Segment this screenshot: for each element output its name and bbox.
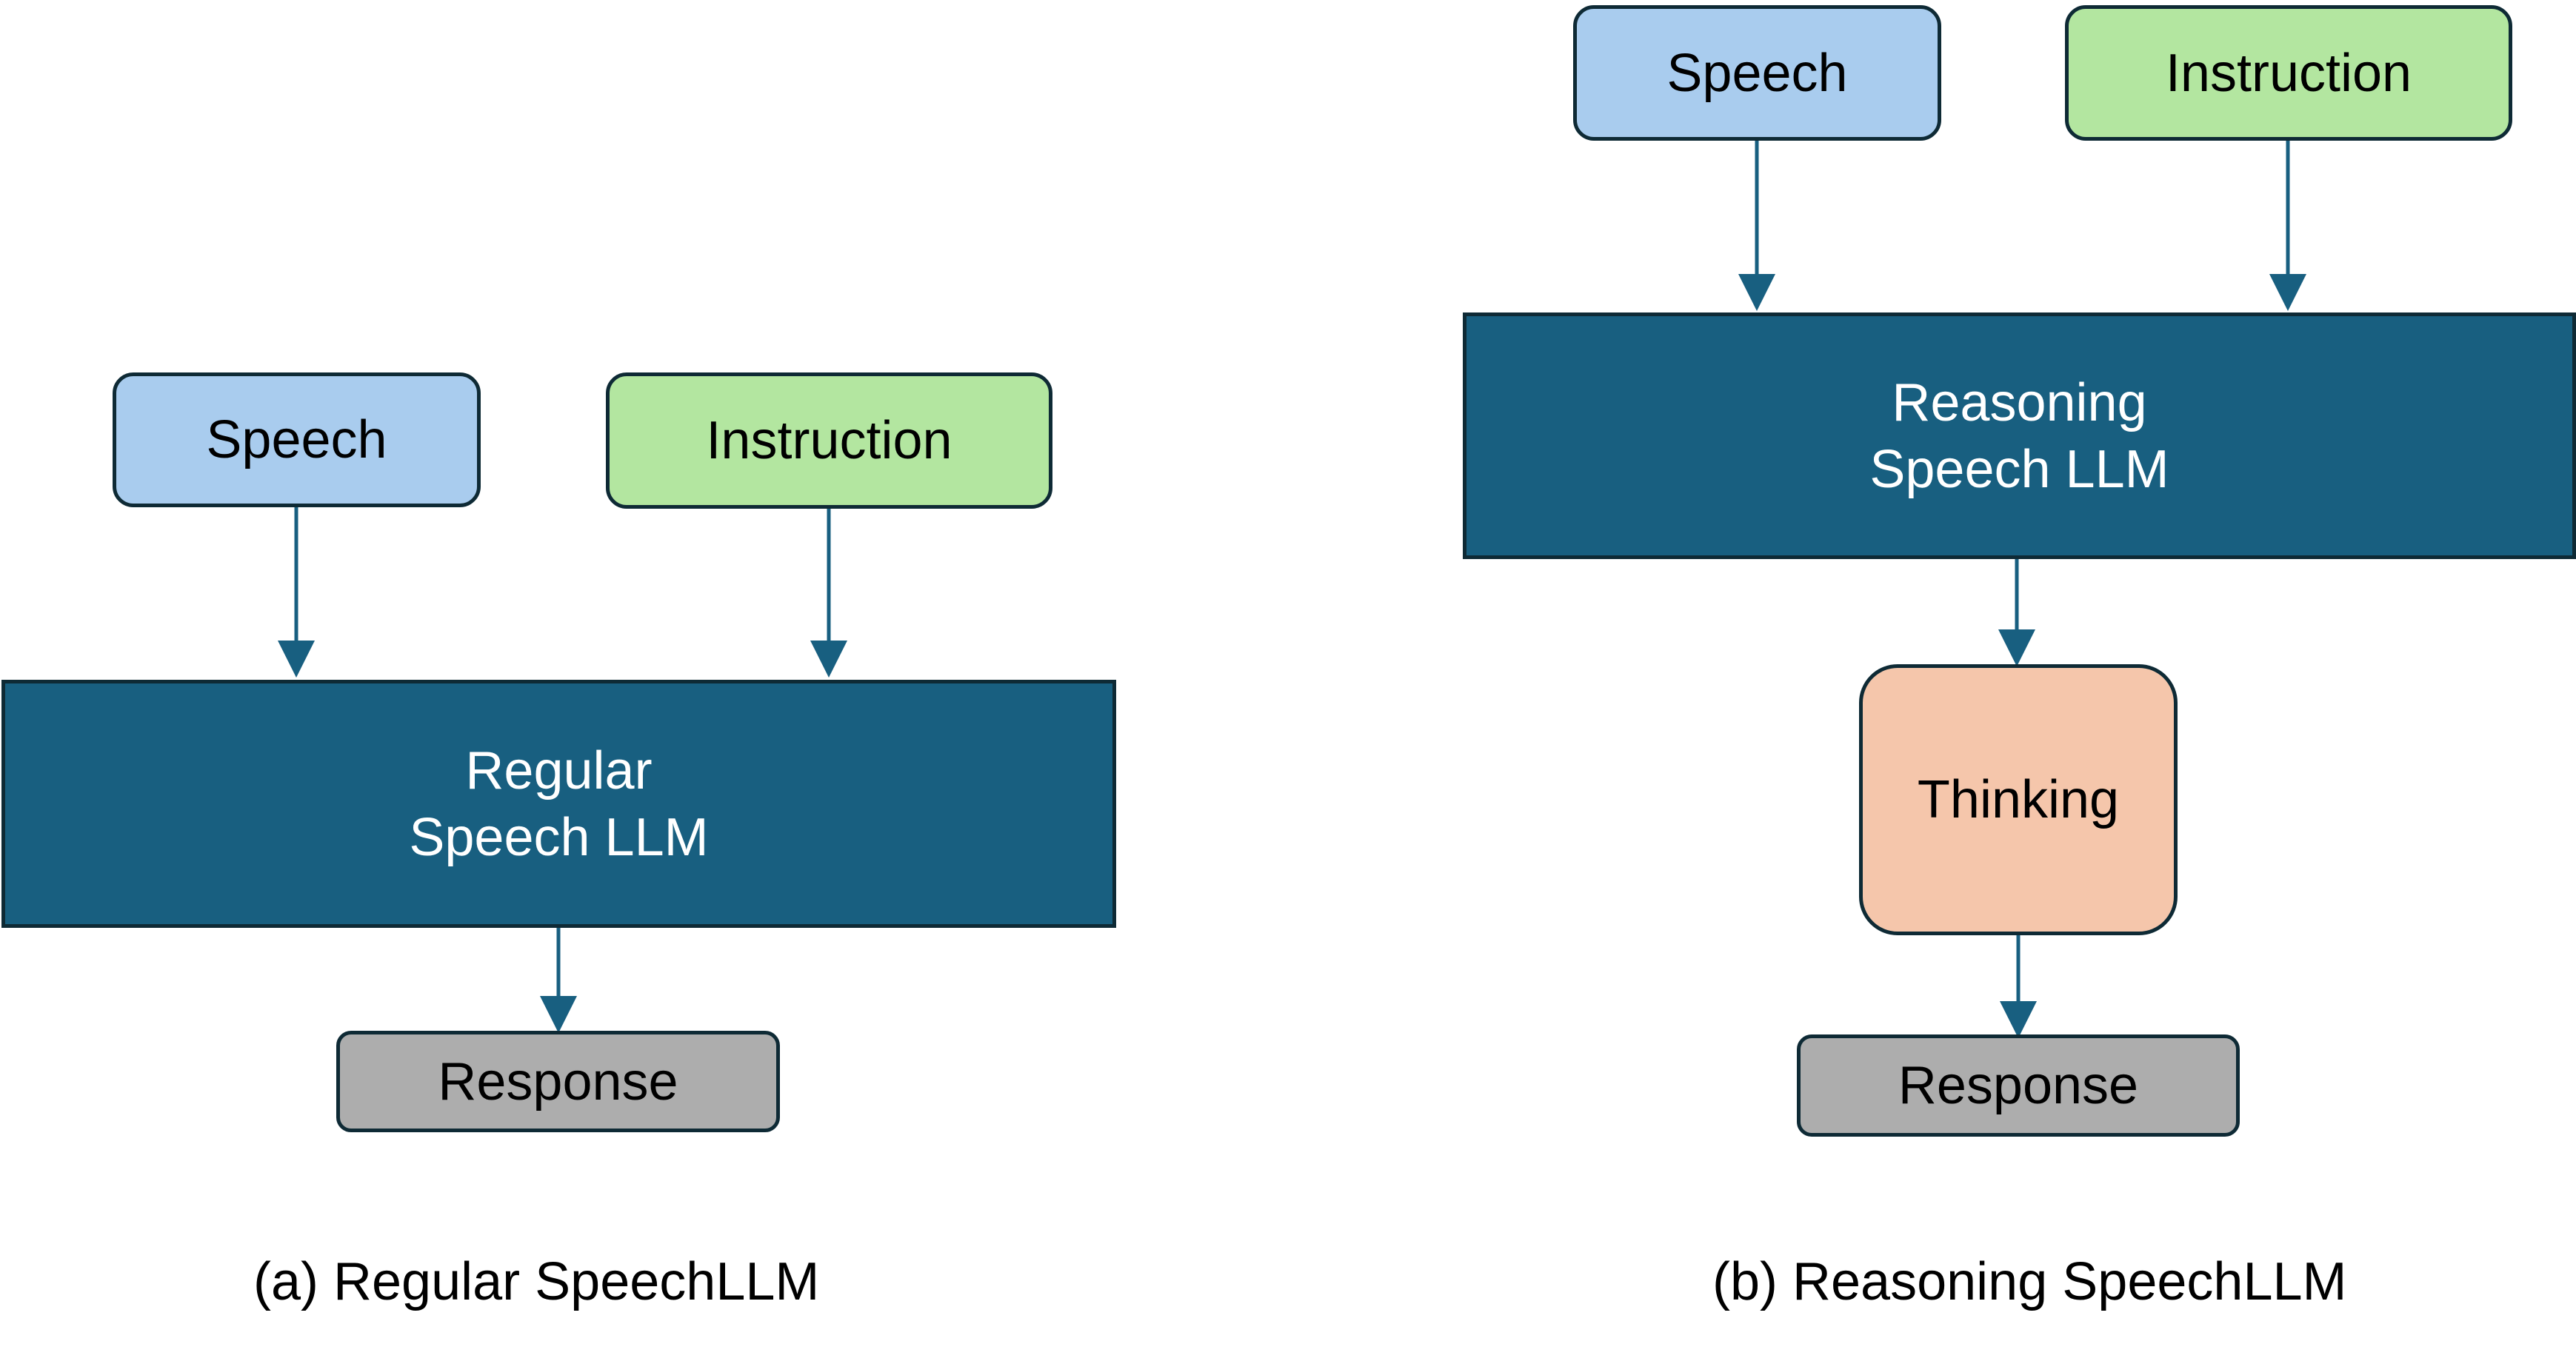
panel-a-instruction-label: Instruction — [706, 411, 952, 470]
panel-a-response-box: Response — [336, 1031, 780, 1132]
panel-b-speech-label: Speech — [1666, 43, 1848, 103]
panel-a-model-box: Regular Speech LLM — [1, 680, 1116, 928]
panel-a-speech-box: Speech — [113, 372, 481, 507]
panel-b-response-label: Response — [1898, 1056, 2139, 1115]
panel-b-model-box: Reasoning Speech LLM — [1463, 312, 2576, 559]
panel-a-caption: (a) Regular SpeechLLM — [253, 1252, 820, 1311]
panel-a-speech-label: Speech — [206, 410, 387, 469]
panel-b-thinking-label: Thinking — [1917, 770, 2120, 829]
panel-a-instruction-box: Instruction — [606, 372, 1052, 509]
panel-b-thinking-box: Thinking — [1859, 664, 2178, 935]
panel-b-model-line2: Speech LLM — [1869, 439, 2169, 499]
panel-b-model-line1: Reasoning — [1892, 372, 2147, 432]
panel-a-response-label: Response — [438, 1052, 678, 1111]
panel-b-instruction-label: Instruction — [2165, 43, 2412, 103]
panel-a-model-line2: Speech LLM — [409, 807, 709, 867]
panel-b-caption: (b) Reasoning SpeechLLM — [1712, 1252, 2347, 1311]
panel-a-model-line1: Regular — [465, 740, 653, 800]
panel-b-response-box: Response — [1797, 1034, 2240, 1137]
panel-b-instruction-box: Instruction — [2065, 5, 2512, 141]
panel-b-speech-box: Speech — [1573, 5, 1941, 141]
